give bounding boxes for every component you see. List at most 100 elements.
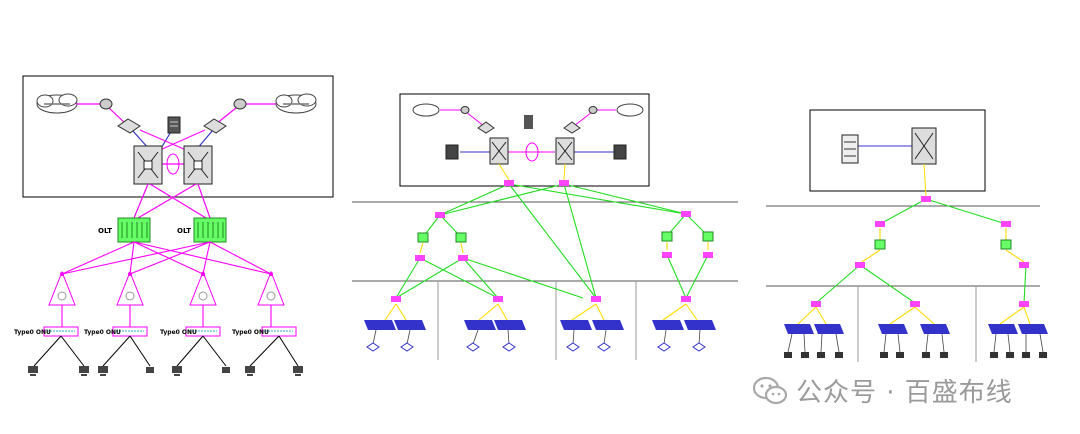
router-icon — [588, 106, 598, 114]
wireless-ap-icon — [502, 342, 516, 352]
phone-icon — [222, 367, 230, 373]
computer-icon — [245, 366, 255, 376]
olt-device — [117, 217, 151, 243]
computer-icon — [293, 366, 303, 376]
storage-icon — [613, 144, 627, 160]
core-network-frame — [22, 75, 334, 198]
watermark-text: 公众号 · 百盛布线 — [796, 378, 1013, 408]
wireless-ap-icon — [366, 342, 380, 352]
aggregation-node — [921, 196, 931, 202]
computer-icon — [172, 366, 182, 376]
wireless-ap-icon — [466, 342, 480, 352]
media-converter — [874, 239, 886, 250]
media-converter — [661, 231, 673, 242]
access-node — [910, 301, 920, 307]
router-icon — [460, 106, 470, 114]
core-network-frame — [399, 93, 650, 187]
access-node — [681, 296, 691, 302]
splitter-icon — [48, 270, 76, 306]
computer-icon — [28, 366, 38, 376]
aggregation-node — [458, 255, 468, 261]
access-switch-icon — [592, 320, 624, 330]
access-switch-icon — [560, 320, 592, 330]
splitter-icon — [189, 270, 217, 306]
computer-icon — [98, 366, 108, 376]
storage-icon — [445, 144, 459, 160]
diagram-pon: OLT OLT Type0 ONU Type0 ONU Type0 ONU Ty… — [14, 75, 334, 376]
aggregation-node — [703, 252, 713, 258]
access-switch-icon — [364, 320, 396, 330]
olt-label: OLT — [177, 227, 191, 235]
computer-icon — [801, 352, 809, 358]
aggregation-node — [662, 252, 672, 258]
cloud-icon — [275, 93, 317, 114]
computer-icon — [990, 352, 998, 358]
media-converter — [702, 231, 714, 242]
core-switch-icon — [183, 145, 213, 185]
firewall-icon — [117, 118, 141, 134]
onu-label: Type0 ONU — [160, 329, 197, 336]
core-switch-icon — [555, 137, 575, 165]
wireless-ap-icon — [400, 342, 414, 352]
server-icon — [841, 134, 859, 164]
access-node — [391, 296, 401, 302]
wireless-ap-icon — [692, 342, 706, 352]
firewall-icon — [203, 118, 227, 134]
onu-label: Type0 ONU — [14, 329, 51, 336]
computer-icon — [896, 352, 904, 358]
core-network-frame — [809, 109, 986, 192]
cloud-icon — [412, 103, 440, 117]
computer-icon — [784, 352, 792, 358]
media-converter — [1000, 239, 1012, 250]
aggregation-node — [435, 212, 445, 218]
wireless-ap-icon — [566, 342, 580, 352]
access-switch-icon — [814, 324, 844, 334]
aggregation-node — [681, 211, 691, 217]
watermark: 公众号 · 百盛布线 — [752, 372, 1013, 409]
access-node — [811, 301, 821, 307]
diagram-ethernet-tree — [766, 109, 1048, 362]
access-switch-icon — [464, 320, 496, 330]
aggregation-node — [415, 255, 425, 261]
access-switch-icon — [684, 320, 716, 330]
olt-label: OLT — [98, 227, 112, 235]
media-converter — [417, 232, 429, 243]
splitter-icon — [257, 270, 285, 306]
router-icon — [233, 98, 247, 110]
onu-label: Type0 ONU — [84, 329, 121, 336]
computer-icon — [817, 352, 825, 358]
access-switch-icon — [878, 324, 908, 334]
cloud-icon — [36, 93, 78, 114]
computer-icon — [1006, 352, 1014, 358]
core-switch-icon — [133, 145, 163, 185]
core-switch-icon — [911, 127, 937, 165]
aggregation-node — [504, 180, 514, 186]
server-icon — [524, 115, 533, 129]
access-node — [591, 296, 601, 302]
firewall-icon — [477, 121, 495, 134]
diagram-ethernet-dual-homed — [352, 93, 738, 360]
wireless-ap-icon — [597, 342, 611, 352]
aggregation-node — [559, 180, 569, 186]
phone-icon — [146, 367, 154, 373]
computer-icon — [1039, 352, 1047, 358]
computer-icon — [835, 352, 843, 358]
splitter-icon — [116, 270, 144, 306]
onu-label: Type0 ONU — [232, 329, 269, 336]
computer-icon — [940, 352, 948, 358]
computer-icon — [880, 352, 888, 358]
aggregation-node — [875, 221, 885, 227]
access-switch-icon — [394, 320, 426, 330]
access-node — [1019, 301, 1029, 307]
access-switch-icon — [1018, 324, 1048, 334]
computer-icon — [1022, 352, 1030, 358]
aggregation-node — [1019, 262, 1029, 268]
access-switch-icon — [494, 320, 526, 330]
core-switch-icon — [489, 137, 509, 165]
access-switch-icon — [988, 324, 1018, 334]
access-switch-icon — [784, 324, 814, 334]
computer-icon — [79, 366, 89, 376]
cloud-icon — [616, 103, 644, 117]
media-converter — [455, 232, 467, 243]
